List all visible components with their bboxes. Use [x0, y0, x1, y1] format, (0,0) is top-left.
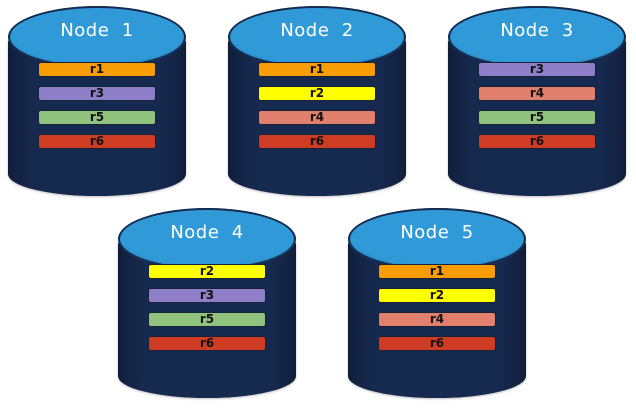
node-1-top-ellipse — [8, 6, 186, 68]
node-1-replica-list: r1 r3 r5 r6 — [8, 62, 186, 158]
node-4-replica-r5[interactable]: r5 — [148, 312, 266, 327]
node-3-label: Node 3 — [500, 20, 574, 41]
node-2-top-ellipse — [228, 6, 406, 68]
node-2-label: Node 2 — [280, 20, 354, 41]
node-5-replica-list: r1 r2 r4 r6 — [348, 264, 526, 360]
node-5-label: Node 5 — [400, 222, 474, 243]
node-5-top-ellipse — [348, 208, 526, 270]
node-4-replica-r2[interactable]: r2 — [148, 264, 266, 279]
node-4-top-ellipse — [118, 208, 296, 270]
node-3-replica-r6[interactable]: r6 — [478, 134, 596, 149]
node-3-replica-r3[interactable]: r3 — [478, 62, 596, 77]
node-1-replica-r1[interactable]: r1 — [38, 62, 156, 77]
node-3-replica-r5[interactable]: r5 — [478, 110, 596, 125]
node-2-replica-r6[interactable]: r6 — [258, 134, 376, 149]
node-1-cylinder[interactable]: Node 1 r1 r3 r5 r6 — [8, 6, 186, 196]
node-4-replica-r3[interactable]: r3 — [148, 288, 266, 303]
node-2-cylinder[interactable]: Node 2 r1 r2 r4 r6 — [228, 6, 406, 196]
node-3-top-ellipse — [448, 6, 626, 68]
node-1-label: Node 1 — [60, 20, 134, 41]
node-1-replica-r5[interactable]: r5 — [38, 110, 156, 125]
node-1-replica-r3[interactable]: r3 — [38, 86, 156, 101]
node-4-replica-list: r2 r3 r5 r6 — [118, 264, 296, 360]
node-3-replica-list: r3 r4 r5 r6 — [448, 62, 626, 158]
node-3-cylinder[interactable]: Node 3 r3 r4 r5 r6 — [448, 6, 626, 196]
node-5-replica-r1[interactable]: r1 — [378, 264, 496, 279]
node-5-replica-r4[interactable]: r4 — [378, 312, 496, 327]
node-2-replica-list: r1 r2 r4 r6 — [228, 62, 406, 158]
node-3-replica-r4[interactable]: r4 — [478, 86, 596, 101]
node-2-replica-r2[interactable]: r2 — [258, 86, 376, 101]
node-4-cylinder[interactable]: Node 4 r2 r3 r5 r6 — [118, 208, 296, 398]
node-4-label: Node 4 — [170, 222, 244, 243]
node-5-replica-r2[interactable]: r2 — [378, 288, 496, 303]
node-5-replica-r6[interactable]: r6 — [378, 336, 496, 351]
node-1-replica-r6[interactable]: r6 — [38, 134, 156, 149]
node-4-replica-r6[interactable]: r6 — [148, 336, 266, 351]
node-5-cylinder[interactable]: Node 5 r1 r2 r4 r6 — [348, 208, 526, 398]
node-2-replica-r1[interactable]: r1 — [258, 62, 376, 77]
node-2-replica-r4[interactable]: r4 — [258, 110, 376, 125]
